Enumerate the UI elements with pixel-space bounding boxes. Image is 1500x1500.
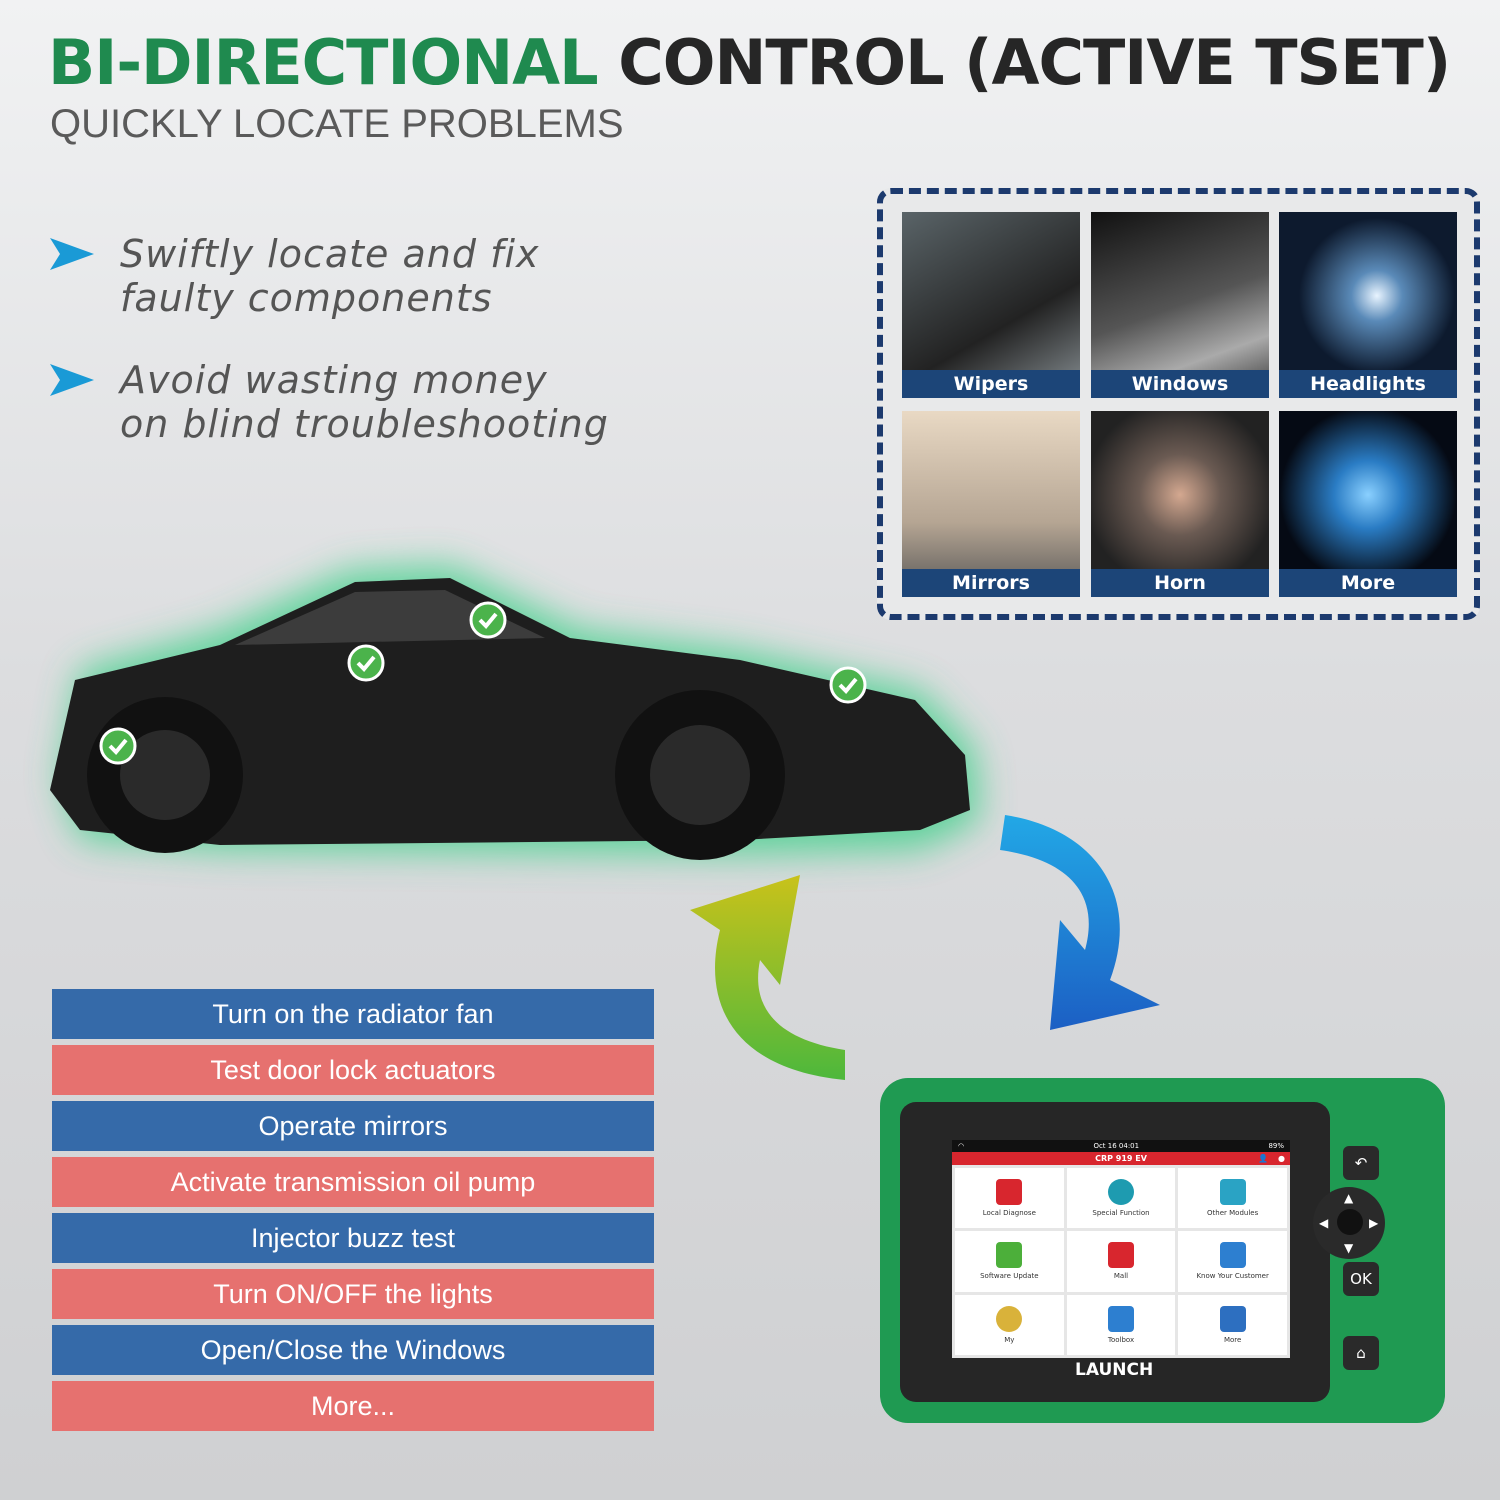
model-bar: CRP 919 EV 👤 ●	[952, 1152, 1290, 1165]
status-bar: ◠ Oct 16 04:01 89%	[952, 1140, 1290, 1152]
car-image	[50, 565, 980, 860]
bullet-line: on blind troubleshooting	[120, 402, 609, 446]
test-item: Activate transmission oil pump	[52, 1157, 654, 1207]
test-item: Test door lock actuators	[52, 1045, 654, 1095]
app-label: My	[1004, 1335, 1015, 1344]
app-icon	[996, 1242, 1023, 1269]
chat-icon[interactable]: ●	[1278, 1154, 1285, 1163]
test-item: Open/Close the Windows	[52, 1325, 654, 1375]
bullet-line: Avoid wasting money	[120, 358, 548, 402]
check-icon	[347, 644, 385, 682]
app-tile[interactable]: Mall	[1066, 1231, 1176, 1292]
app-tile[interactable]: Special Function	[1066, 1168, 1176, 1229]
bullet-1: Swiftly locate and fix faulty components	[50, 232, 650, 322]
app-tile[interactable]: More	[1178, 1294, 1287, 1355]
check-icon	[99, 727, 137, 765]
app-icon	[996, 1179, 1023, 1206]
brand-logo: LAUNCH	[1075, 1360, 1154, 1380]
app-tile[interactable]: Software Update	[955, 1231, 1064, 1292]
tile-wipers: Wipers	[902, 212, 1080, 398]
tile-more: More	[1279, 411, 1457, 597]
test-item: More...	[52, 1381, 654, 1431]
app-icon	[1219, 1179, 1246, 1206]
sync-arrows	[690, 815, 1160, 1080]
check-icon	[829, 666, 867, 704]
device-screen: ◠ Oct 16 04:01 89% CRP 919 EV 👤 ● Local Diag…	[952, 1140, 1290, 1358]
app-label: Other Modules	[1207, 1209, 1259, 1218]
app-label: Special Function	[1092, 1209, 1150, 1218]
app-label: Know Your Customer	[1196, 1272, 1269, 1281]
tile-label: Mirrors	[902, 569, 1080, 597]
arrow-bullet-icon	[50, 364, 94, 396]
page-title: BI-DIRECTIONAL CONTROL (ACTIVE TSET)	[48, 26, 1451, 99]
test-item: Operate mirrors	[52, 1101, 654, 1151]
wifi-icon: ◠	[958, 1142, 965, 1150]
user-icon[interactable]: 👤	[1258, 1154, 1268, 1163]
tile-label: Horn	[1091, 569, 1269, 597]
tile-horn: Horn	[1091, 411, 1269, 597]
arrow-to-car-icon	[690, 875, 845, 1080]
tile-label: Headlights	[1279, 370, 1457, 398]
test-item: Turn ON/OFF the lights	[52, 1269, 654, 1319]
home-button[interactable]: ⌂	[1343, 1336, 1379, 1370]
clock: Oct 16 04:01	[1093, 1142, 1140, 1150]
tile-label: Windows	[1091, 370, 1269, 398]
check-icon	[469, 601, 507, 639]
app-tile[interactable]: Toolbox	[1066, 1294, 1176, 1355]
app-label: Software Update	[980, 1272, 1039, 1281]
dpad[interactable]: ▲▼◀▶	[1313, 1187, 1385, 1259]
app-icon	[996, 1305, 1023, 1332]
function-grid: Wipers Windows Headlights Mirrors Horn M…	[877, 188, 1480, 620]
tile-headlights: Headlights	[1279, 212, 1457, 398]
app-icon	[1107, 1242, 1134, 1269]
app-icon	[1107, 1179, 1134, 1206]
test-item: Injector buzz test	[52, 1213, 654, 1263]
bullet-2: Avoid wasting money on blind troubleshoo…	[50, 358, 670, 448]
subtitle: QUICKLY LOCATE PROBLEMS	[50, 102, 624, 146]
test-item: Turn on the radiator fan	[52, 989, 654, 1039]
arrow-bullet-icon	[50, 238, 94, 270]
tile-label: Wipers	[902, 370, 1080, 398]
title-green: BI-DIRECTIONAL	[48, 26, 599, 99]
app-grid: Local Diagnose Special Function Other Modu…	[952, 1165, 1290, 1358]
tile-windows: Windows	[1091, 212, 1269, 398]
model-name: CRP 919 EV	[1095, 1154, 1147, 1163]
app-icon	[1219, 1242, 1246, 1269]
back-button[interactable]: ↶	[1343, 1146, 1379, 1180]
app-tile[interactable]: My	[955, 1294, 1064, 1355]
app-label: Toolbox	[1107, 1335, 1135, 1344]
app-icon	[1219, 1305, 1246, 1332]
tile-label: More	[1279, 569, 1457, 597]
app-icon	[1107, 1305, 1134, 1332]
app-label: More	[1223, 1335, 1242, 1344]
arrow-to-device-icon	[1000, 815, 1160, 1030]
app-label: Mall	[1113, 1272, 1129, 1281]
bullet-line: faulty components	[120, 276, 493, 320]
bullet-line: Swiftly locate and fix	[120, 232, 540, 276]
tile-mirrors: Mirrors	[902, 411, 1080, 597]
ok-button[interactable]: OK	[1343, 1262, 1379, 1296]
app-tile[interactable]: Local Diagnose	[955, 1168, 1064, 1229]
app-tile[interactable]: Know Your Customer	[1178, 1231, 1287, 1292]
title-dark: CONTROL (ACTIVE TSET)	[618, 26, 1451, 99]
app-label: Local Diagnose	[982, 1209, 1036, 1218]
battery-level: 89%	[1268, 1142, 1284, 1150]
app-tile[interactable]: Other Modules	[1178, 1168, 1287, 1229]
